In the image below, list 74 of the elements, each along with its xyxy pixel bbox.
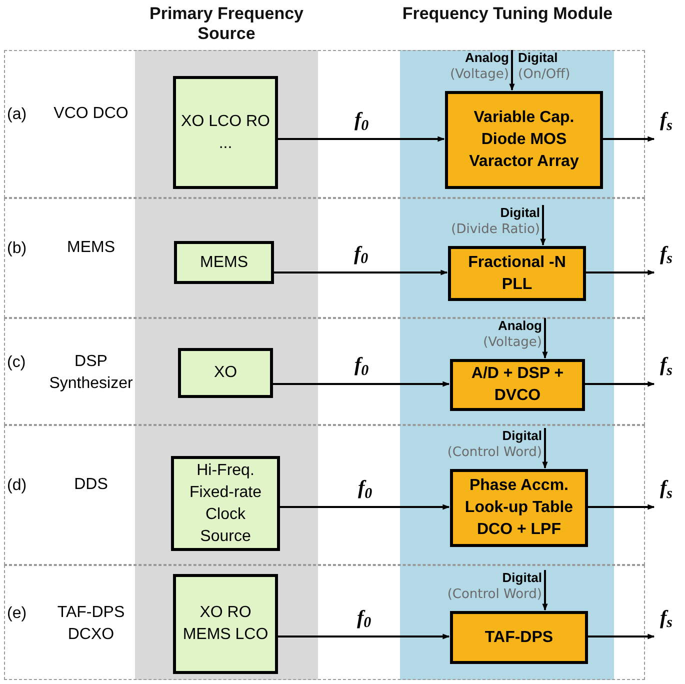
- frequency-source-box: [173, 574, 278, 674]
- tuning-module-box: [445, 91, 603, 189]
- control-detail-label: (Voltage): [450, 67, 509, 83]
- frequency-label: f$_{0}$: [357, 606, 372, 628]
- frequency-label: f$_{0}$: [354, 354, 369, 376]
- row-band: [4, 198, 645, 318]
- row-band: [4, 425, 645, 565]
- arrow: [279, 504, 450, 510]
- module-text: TAF-DPS: [484, 628, 554, 648]
- module-text: Phase Accm. Look-up Table DCO + LPF: [464, 476, 574, 540]
- frequency-source-box: [171, 456, 280, 551]
- arrow: [273, 270, 448, 276]
- row-band: [4, 318, 645, 425]
- source-text: Hi-Freq. Fixed-rate Clock Source: [188, 460, 263, 546]
- arrow: [277, 136, 445, 142]
- row-letter: (a): [7, 105, 27, 125]
- row-title: VCO DCO: [52, 104, 130, 124]
- source-text: XO LCO RO ...: [180, 112, 271, 154]
- module-text: Variable Cap. Diode MOS Varactor Array: [468, 108, 580, 172]
- row-letter: (c): [7, 352, 26, 372]
- frequency-label: f$_{0}$: [354, 242, 368, 264]
- frequency-label: f$_{s}$: [660, 477, 673, 499]
- frequency-source-box: [178, 348, 273, 398]
- frequency-source-box: [174, 241, 274, 284]
- column-heading: Frequency Tuning Module: [401, 4, 614, 24]
- arrow: [542, 318, 548, 359]
- control-detail-label: (On/Off): [518, 67, 570, 83]
- frequency-label: f$_{0}$: [358, 477, 372, 499]
- arrow: [602, 136, 655, 142]
- module-text: Fractional -N PLL: [467, 252, 567, 294]
- control-type-label: Digital: [502, 428, 542, 444]
- row-letter: (d): [7, 476, 27, 496]
- arrow: [585, 270, 655, 276]
- row-title: TAF-DPS DCXO: [56, 602, 126, 644]
- control-type-label: Digital: [500, 205, 540, 221]
- frequency-label: f$_{s}$: [660, 354, 673, 376]
- tuning-module-box: [450, 359, 585, 411]
- column-heading: Primary Frequency Source: [148, 4, 304, 44]
- control-type-label: Analog: [498, 318, 542, 334]
- source-text: MEMS: [199, 252, 249, 272]
- tuning-module-box: [450, 611, 588, 664]
- frequency-label: f$_{s}$: [660, 606, 673, 628]
- frequency-label: f$_{s}$: [660, 242, 673, 264]
- control-detail-label: (Divide Ratio): [451, 222, 540, 238]
- frequency-label: f$_{s}$: [660, 109, 673, 131]
- control-detail-label: (Control Word): [447, 587, 542, 603]
- row-title: DDS: [73, 475, 109, 495]
- frequency-source-box: [173, 76, 278, 189]
- control-type-label: Analog: [464, 50, 509, 66]
- row-band: [4, 565, 645, 680]
- arrow: [509, 50, 515, 91]
- control-detail-label: (Voltage): [483, 335, 542, 351]
- arrow: [277, 634, 450, 640]
- row-letter: (e): [7, 604, 27, 624]
- control-type-label: Digital: [502, 570, 542, 586]
- control-type-label: Digital: [518, 50, 558, 66]
- row-title: MEMS: [66, 238, 116, 258]
- frequency-label: f$_{0}$: [354, 109, 369, 131]
- row-letter: (b): [7, 239, 27, 259]
- arrow: [542, 570, 548, 611]
- row-band: [4, 50, 645, 198]
- arrow: [542, 428, 548, 469]
- module-text: A/D + DSP + DVCO: [470, 364, 565, 406]
- arrow: [587, 504, 655, 510]
- arrow: [540, 205, 546, 246]
- source-text: XO: [212, 363, 238, 383]
- control-detail-label: (Control Word): [447, 445, 542, 461]
- arrow: [587, 634, 655, 640]
- row-title: DSP Synthesizer: [48, 352, 134, 394]
- arrow: [584, 381, 655, 387]
- source-text: XO RO MEMS LCO: [182, 603, 270, 645]
- arrow: [272, 381, 450, 387]
- tuning-module-box: [450, 469, 588, 547]
- tuning-module-box: [448, 246, 586, 301]
